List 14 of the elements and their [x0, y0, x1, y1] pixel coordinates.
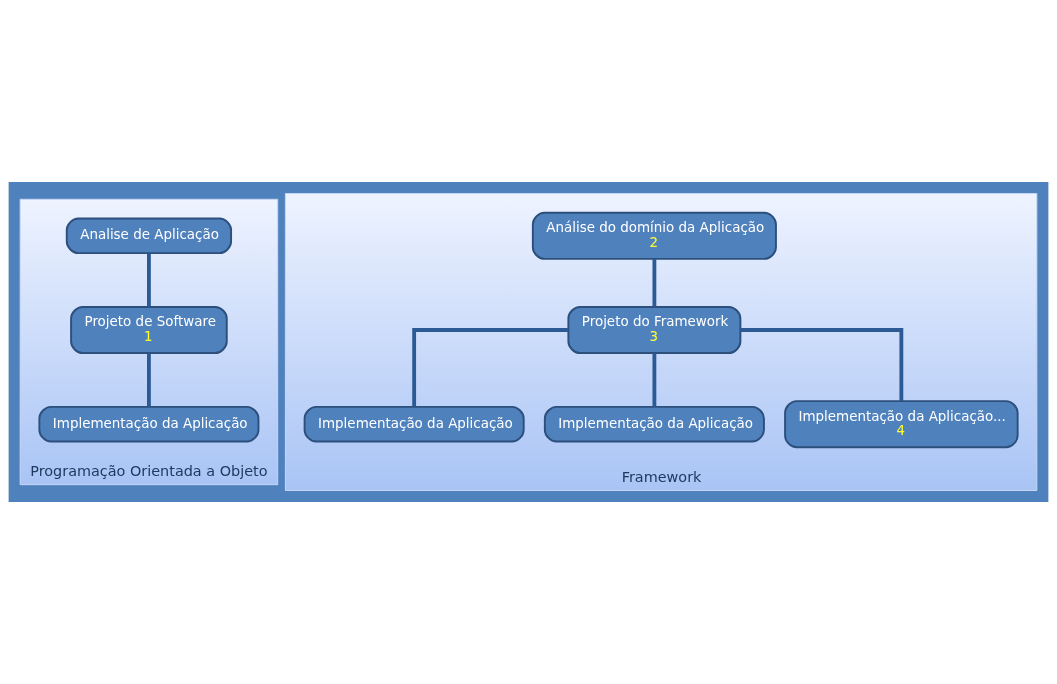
connector — [740, 328, 904, 401]
connector — [412, 328, 569, 407]
node-box: Implementação da Aplicação — [38, 405, 260, 443]
node-box: Projeto de Software 1 — [70, 305, 228, 354]
connector — [147, 253, 151, 307]
node-box: Implementação da Aplicação — [543, 405, 765, 443]
node-box: Análise do domínio da Aplicação 2 — [531, 211, 777, 260]
node-box: Analise de Aplicação — [65, 217, 233, 255]
node-box: Implementação da Aplicação — [303, 405, 525, 443]
node-box: Projeto do Framework 3 — [567, 305, 742, 354]
connector — [652, 259, 657, 307]
node-box: Implementação da Aplicação... 4 — [784, 400, 1019, 449]
connector — [147, 353, 151, 407]
connector — [652, 353, 657, 407]
